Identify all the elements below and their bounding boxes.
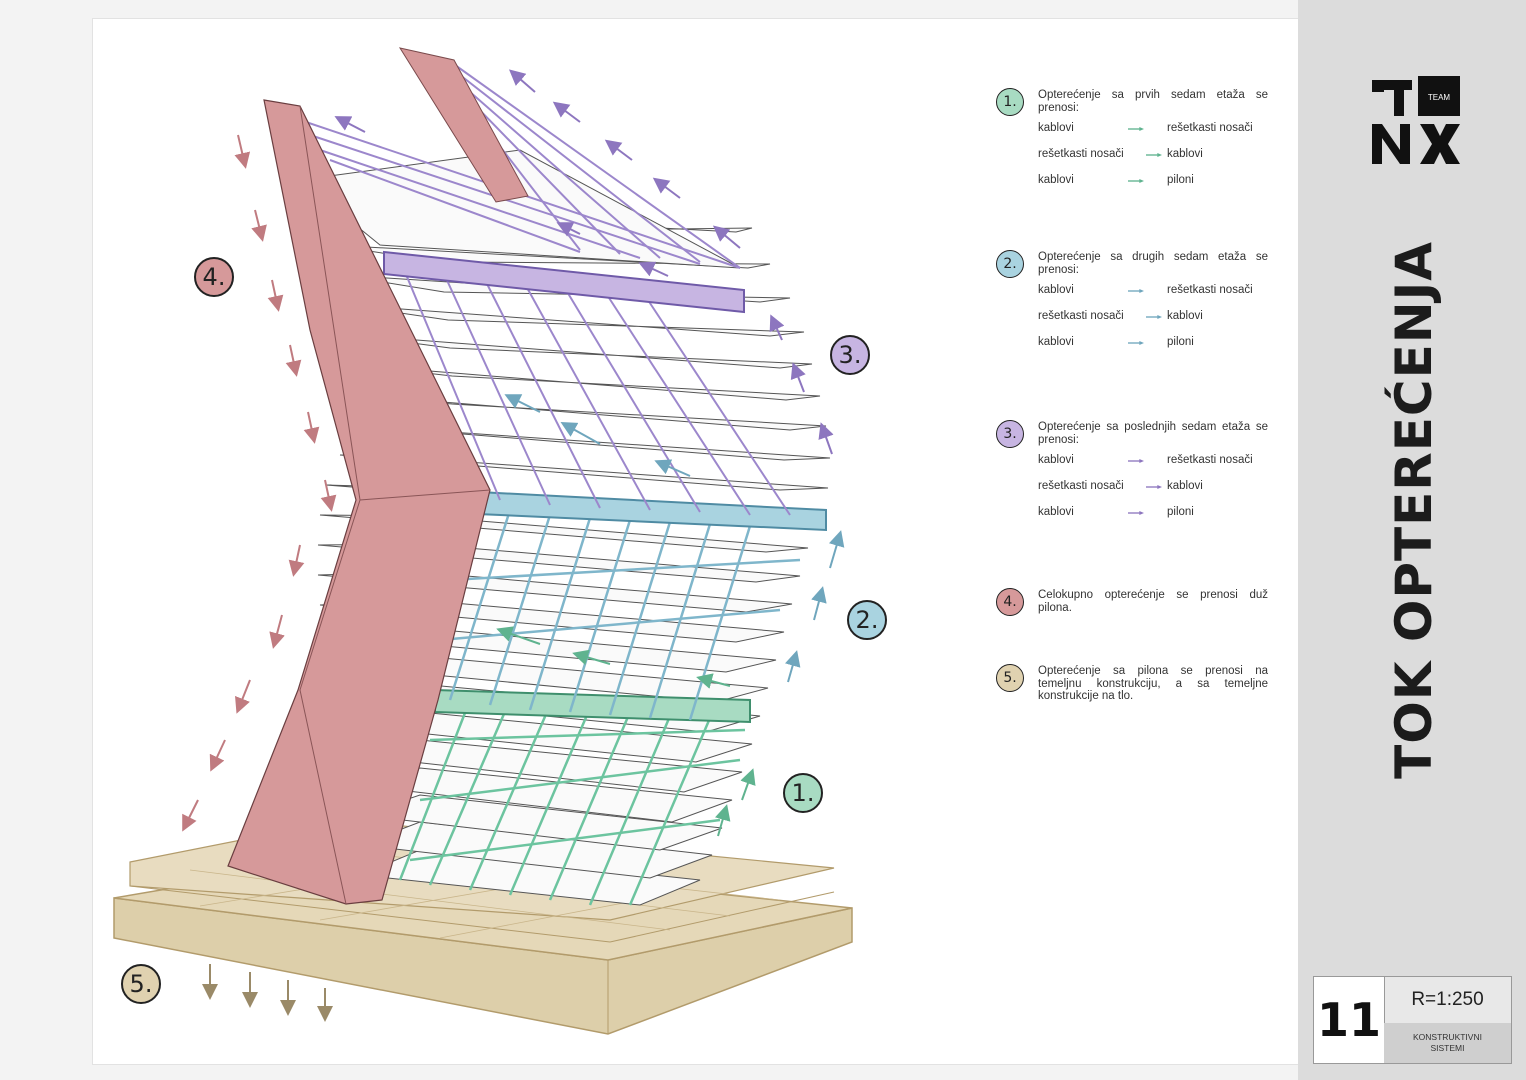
pylon-load-arrows [182,134,337,832]
flow-from: rešetkasti nosači [1038,310,1124,322]
zone3-truss [383,250,745,314]
flow-row: rešetkasti nosači kablovi [1038,142,1268,168]
flow-from: kablovi [1038,174,1074,186]
legend-5: 5. Opterećenje sa pilona se prenosi na t… [996,664,1268,703]
legend-1: 1. Opterećenje sa prvih sedam etaža se p… [996,88,1268,194]
flow-arrow-icon [1128,511,1144,515]
badge-zone-4: 4. [194,257,234,297]
legend-badge: 2. [996,250,1024,278]
legend-3: 3. Opterećenje sa poslednjih sedam etaža… [996,420,1268,526]
legend-badge: 3. [996,420,1024,448]
flow-arrow-icon [1128,289,1144,293]
flow-arrow-icon [1128,179,1144,183]
legend-2: 2. Opterećenje sa drugih sedam etaža se … [996,250,1268,356]
zone3-load-arrows [334,69,834,455]
flow-row: kablovi piloni [1038,168,1268,194]
legend-text: Opterećenje sa drugih sedam etaža se pre… [1038,251,1268,276]
flow-from: kablovi [1038,122,1074,134]
legend-text: Celokupno opterećenje se prenosi duž pil… [1038,589,1268,614]
team-logo: TEAM [1372,76,1460,164]
flow-to: rešetkasti nosači [1167,284,1253,296]
flow-to: piloni [1167,174,1194,186]
flow-to: piloni [1167,506,1194,518]
title-stamp: 11 R=1:250 KONSTRUKTIVNI SISTEMI [1313,976,1512,1064]
legend-badge: 4. [996,588,1024,616]
flow-arrow-icon [1128,459,1144,463]
flow-arrow-icon [1146,153,1162,157]
flow-to: rešetkasti nosači [1167,122,1253,134]
zone2-truss [477,490,827,532]
page-title: TOK OPTEREĆENJA [1385,241,1443,779]
legend-text: Opterećenje sa poslednjih sedam etaža se… [1038,421,1268,446]
flow-arrow-icon [1128,127,1144,131]
legend-4: 4. Celokupno opterećenje se prenosi duž … [996,588,1268,616]
rear-pylon [398,47,529,203]
flow-row: kablovi rešetkasti nosači [1038,278,1268,304]
badge-zone-3: 3. [830,335,870,375]
flow-from: kablovi [1038,284,1074,296]
load-flow-illustration [113,47,853,1035]
flow-to: kablovi [1167,148,1203,160]
pylon-edges [299,105,491,905]
legend-text: Opterećenje sa prvih sedam etaža se pren… [1038,89,1268,114]
flow-from: rešetkasti nosači [1038,480,1124,492]
flow-from: kablovi [1038,454,1074,466]
flow-row: rešetkasti nosači kablovi [1038,304,1268,330]
sheet-number: 11 [1314,977,1385,1063]
flow-row: kablovi rešetkasti nosači [1038,116,1268,142]
flow-from: kablovi [1038,336,1074,348]
legend-text: Opterećenje sa pilona se prenosi na teme… [1038,665,1268,702]
flow-row: rešetkasti nosači kablovi [1038,474,1268,500]
zone3-cables [299,64,791,516]
title-sidebar [1298,0,1526,1080]
legend-badge: 5. [996,664,1024,692]
badge-zone-1: 1. [783,773,823,813]
flow-to: piloni [1167,336,1194,348]
zone2-cables [439,509,801,721]
flow-row: kablovi piloni [1038,500,1268,526]
badge-zone-5: 5. [121,964,161,1004]
sheet-subject: KONSTRUKTIVNI SISTEMI [1384,1023,1511,1063]
flow-to: rešetkasti nosači [1167,454,1253,466]
badge-zone-2: 2. [847,600,887,640]
logo-team-text: TEAM [1428,93,1451,102]
flow-to: kablovi [1167,480,1203,492]
flow-arrow-icon [1146,315,1162,319]
flow-to: kablovi [1167,310,1203,322]
zone1-cables [398,699,746,906]
zone1-load-arrows [496,626,756,837]
soil-load-arrows [202,964,333,1022]
zone2-load-arrows [504,394,845,683]
flow-arrow-icon [1146,485,1162,489]
flow-row: kablovi rešetkasti nosači [1038,448,1268,474]
legend-badge: 1. [996,88,1024,116]
flow-row: kablovi piloni [1038,330,1268,356]
flow-arrow-icon [1128,341,1144,345]
flow-from: kablovi [1038,506,1074,518]
scale-label: R=1:250 [1384,977,1511,1024]
flow-from: rešetkasti nosači [1038,148,1124,160]
